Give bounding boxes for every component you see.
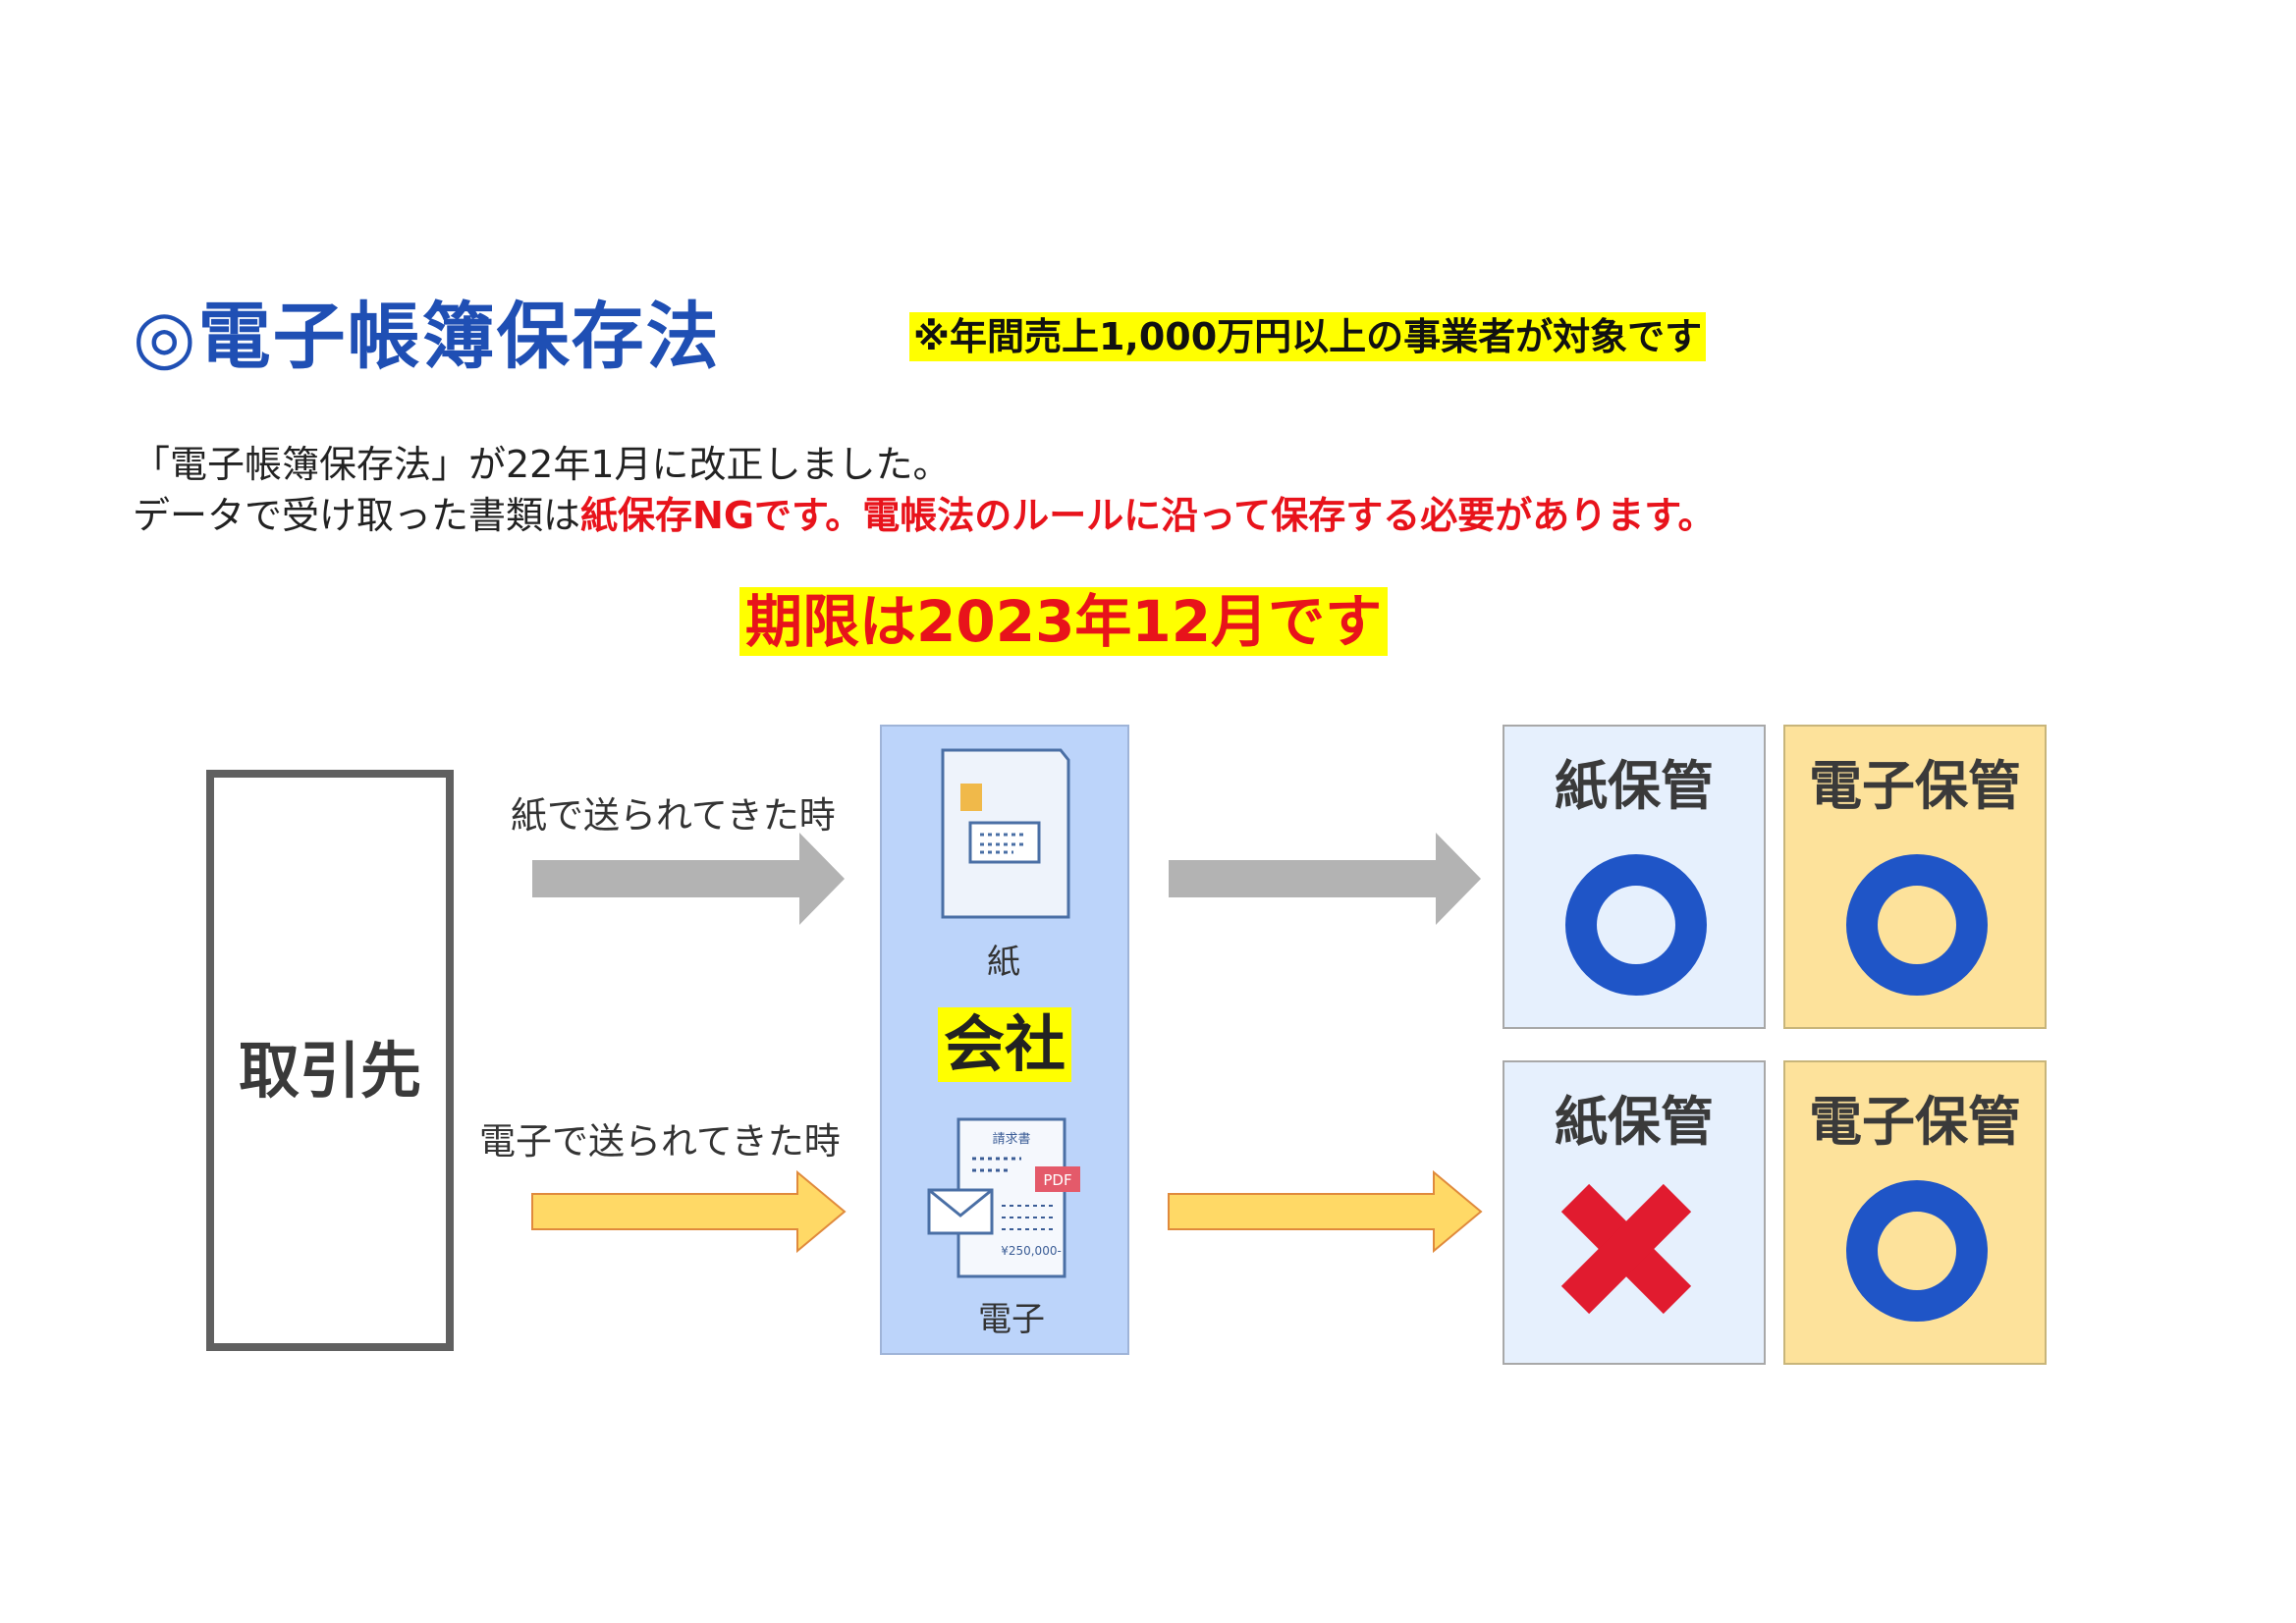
- invoice-title: 請求書: [992, 1132, 1030, 1147]
- result-title: 紙保管: [1555, 1091, 1714, 1153]
- result-title: 紙保管: [1555, 755, 1714, 817]
- pdf-badge: PDF: [1043, 1171, 1071, 1189]
- digital-arrow-out: [1168, 1169, 1483, 1254]
- intro-line-2-warning: 紙保存NGです。電帳法のルールに沿って保存する必要があります。: [580, 494, 1716, 537]
- company-label: 会社: [938, 1007, 1072, 1082]
- result-paper-storage-paper: 紙保管: [1503, 725, 1766, 1029]
- result-digital-storage-digital: 電子保管: [1783, 1060, 2047, 1365]
- deadline-banner: 期限は2023年12月です: [739, 587, 1389, 656]
- digital-arrow-in: [531, 1169, 847, 1254]
- result-digital-storage-paper: 電子保管: [1783, 725, 2047, 1029]
- paper-arrow-in: [532, 833, 845, 925]
- circle-icon: [1846, 1180, 1988, 1322]
- result-paper-storage-digital: 紙保管: [1503, 1060, 1766, 1365]
- partner-box: [206, 770, 454, 1351]
- page-title: ◎電子帳簿保存法: [133, 295, 721, 379]
- circle-icon: [1565, 854, 1707, 996]
- partner-label: 取引先: [238, 1035, 421, 1107]
- invoice-amount: ¥250,000-: [1001, 1244, 1062, 1258]
- paper-arrow-out: [1169, 833, 1481, 925]
- invoice-document-icon: 請求書 ¥250,000- PDF: [927, 1117, 1080, 1278]
- flow-paper-label: 紙で送られてきた時: [511, 794, 836, 837]
- flow-digital-label: 電子で送られてきた時: [479, 1120, 841, 1163]
- target-note: ※年間売上1,000万円以上の事業者が対象です: [909, 312, 1707, 361]
- circle-icon: [1846, 854, 1988, 996]
- paper-envelope-icon: [941, 748, 1070, 919]
- intro-line-2: データで受け取った書類は紙保存NGです。電帳法のルールに沿って保存する必要があり…: [133, 485, 1716, 539]
- result-title: 電子保管: [1809, 755, 2021, 817]
- result-title: 電子保管: [1809, 1091, 2021, 1153]
- intro-line-1: 「電子帳簿保存法」が22年1月に改正しました。: [133, 443, 951, 486]
- paper-doc-caption: 紙: [987, 943, 1020, 982]
- digital-doc-caption: 電子: [978, 1300, 1045, 1339]
- cross-icon: [1560, 1183, 1692, 1315]
- intro-line-2-plain: データで受け取った書類は: [133, 494, 581, 537]
